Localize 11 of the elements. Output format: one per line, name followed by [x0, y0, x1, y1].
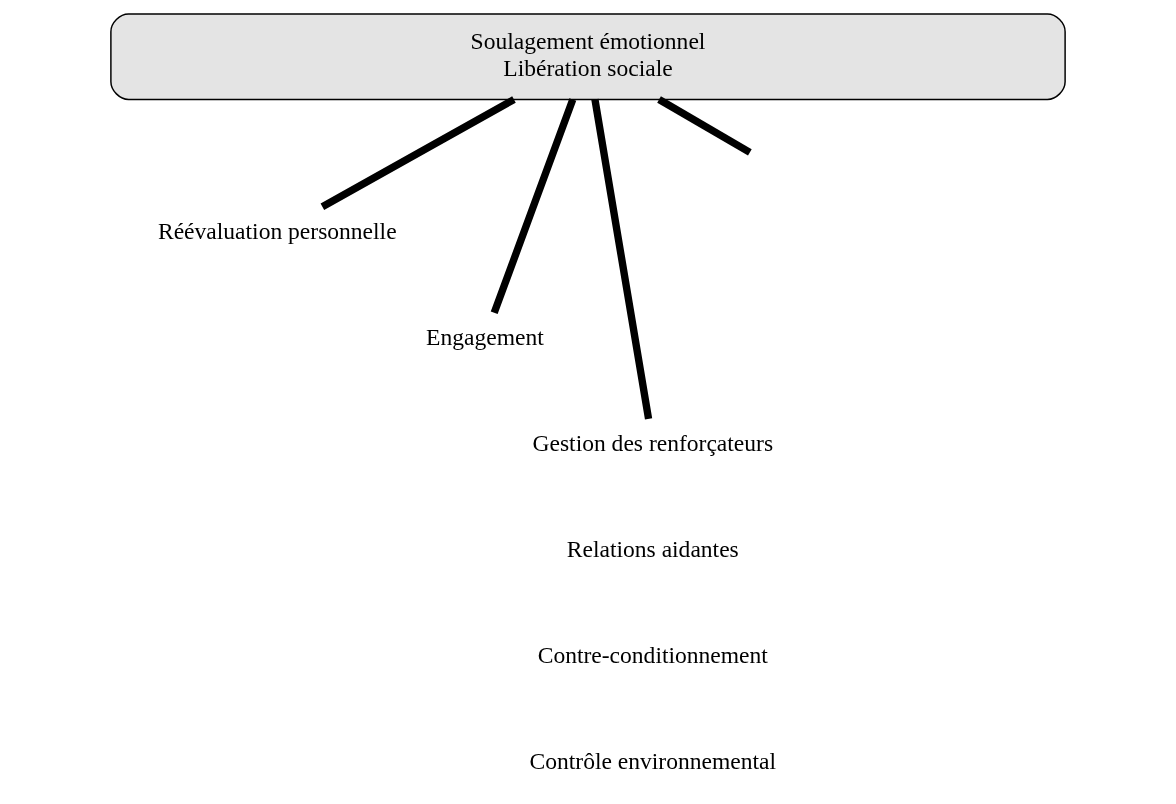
- label: Contrôle environnemental: [529, 748, 777, 775]
- label: Relations aidantes: [566, 536, 739, 563]
- node-text: Réévaluation personnelle: [157, 217, 397, 244]
- node-text: Gestion des renforçateurs: [532, 430, 774, 457]
- connector: [591, 98, 653, 420]
- connector: [657, 96, 752, 156]
- node-box: Soulagement émotionnel Libération sociale: [110, 13, 1066, 101]
- connector: [490, 98, 577, 315]
- connector: [320, 96, 516, 210]
- node-text: Engagement: [426, 324, 544, 351]
- label: Contre-conditionnement: [537, 642, 768, 669]
